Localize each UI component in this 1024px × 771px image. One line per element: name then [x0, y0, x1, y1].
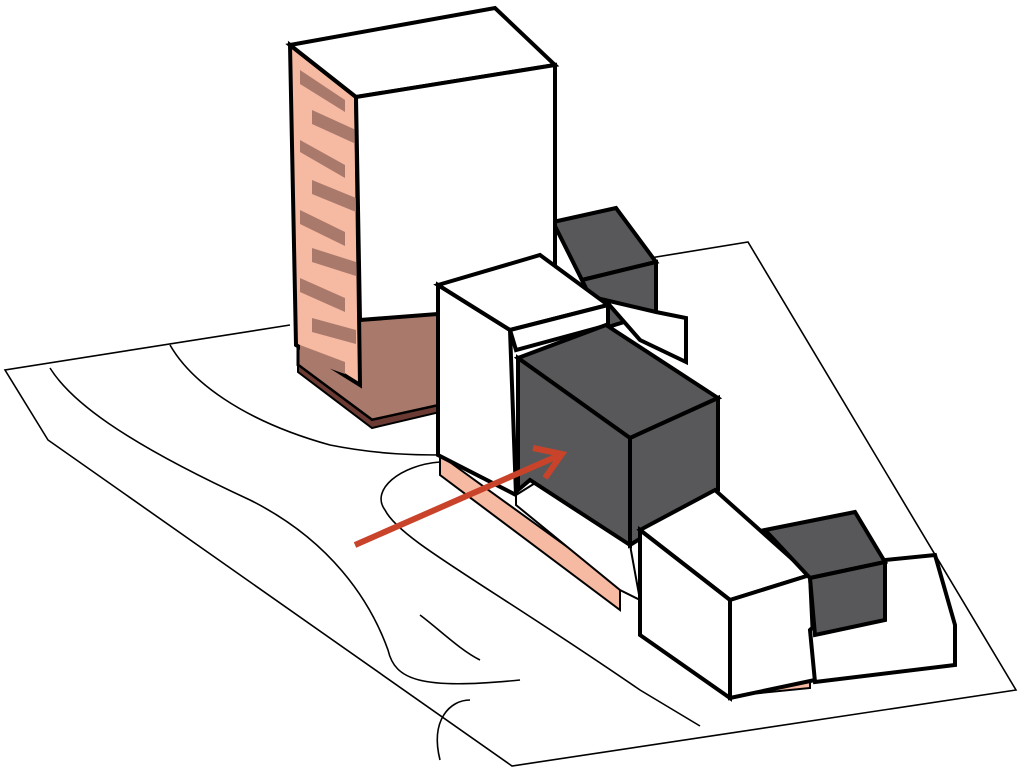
tower [285, 5, 560, 430]
right-dark-front [807, 559, 887, 638]
road-curve-outer [49, 367, 521, 685]
new-building [433, 252, 957, 702]
entry-arrow [353, 445, 568, 548]
tower-facade-stripes [300, 70, 356, 374]
bottom-curve [436, 699, 471, 761]
rear-dark-volume [550, 205, 688, 366]
lower-curve [419, 614, 481, 661]
site-plan [3, 241, 1018, 767]
road-curve-inner [169, 344, 441, 456]
dark-block-right [628, 394, 720, 549]
site-boundary [3, 241, 1018, 767]
dark-block-left [516, 354, 632, 549]
